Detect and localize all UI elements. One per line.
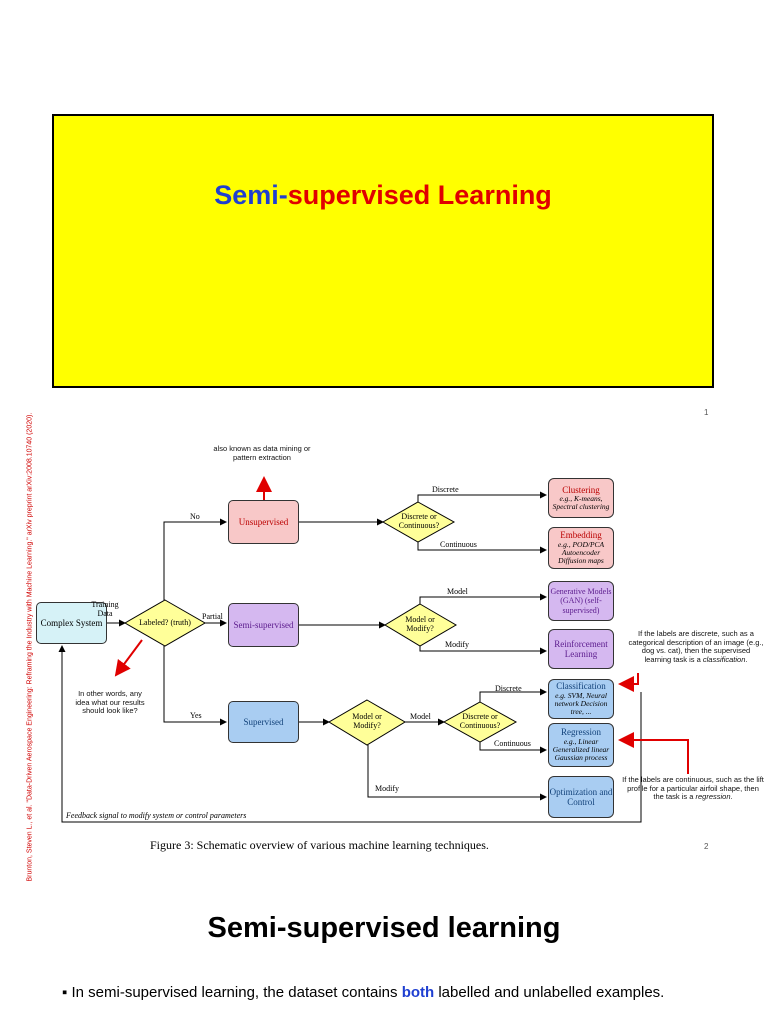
clustering-title: Clustering [562, 484, 600, 495]
edge-label-continuous1: Continuous [440, 540, 477, 549]
edge-modify2-optimization [367, 745, 547, 801]
edge-feedback [58, 645, 642, 823]
page-number-2: 2 [704, 842, 709, 851]
note-datamining: also known as data mining or pattern ext… [213, 444, 311, 462]
edge-label-model2: Model [410, 712, 431, 721]
classification-sub: e.g. SVM, Neural network Decision tree, … [554, 690, 608, 717]
edge-continuous-embedding [417, 542, 547, 554]
bullet-item: ▪ In semi-supervised learning, the datas… [62, 984, 664, 1001]
embedding-box: Embedding e.g., POD/PCA Autoencoder Diff… [548, 527, 614, 569]
note-continuous-labels: If the labels are continuous, such as th… [622, 775, 764, 802]
edge-label-model1: Model [447, 587, 468, 596]
page-number-1: 1 [704, 408, 709, 417]
edge-yes [163, 646, 227, 726]
mm2-label: Model or Modify? [352, 712, 382, 730]
figure-caption: Figure 3: Schematic overview of various … [150, 838, 489, 852]
reinforcement-title: Reinforcement Learning [554, 638, 608, 659]
reinforcement-box: Reinforcement Learning [548, 629, 614, 669]
title-supervised-learning: supervised Learning [287, 180, 552, 210]
dc1-label: Discrete or Continuous? [398, 512, 440, 530]
training-data-label: Training Data [91, 600, 119, 618]
title-semi: Semi- [214, 180, 288, 210]
diamond-dc1 [381, 501, 456, 543]
red-arrow-labels-idea [114, 639, 143, 677]
diamond-dc2 [442, 701, 518, 743]
clustering-sub: e.g., K-means, Spectral clustering [552, 493, 610, 512]
edge-no [163, 518, 227, 600]
unsupervised-node: Unsupervised [228, 500, 299, 544]
note-continuous-em: regression [695, 792, 731, 802]
clustering-box: Clustering e.g., K-means, Spectral clust… [548, 478, 614, 518]
edge-label-discrete1: Discrete [432, 485, 459, 494]
title-slide: Semi-supervised Learning [52, 114, 714, 388]
bullet-both: both [401, 984, 435, 1001]
slide-title: Semi-supervised Learning [54, 180, 712, 211]
note-discrete-labels: If the labels are discrete, such as a ca… [628, 629, 764, 664]
edge-modify-reinforcement [419, 646, 547, 655]
generative-box: Generative Models (GAN) (self-supervised… [548, 581, 614, 621]
classification-title: Classification [556, 681, 606, 692]
embedding-sub: e.g., POD/PCA Autoencoder Diffusion maps [557, 539, 605, 566]
diamond-mm1 [384, 603, 457, 647]
red-arrow-regression [618, 732, 689, 774]
note-discrete-em: classification [702, 654, 746, 664]
optimization-title: Optimization and Control [549, 786, 613, 807]
supervised-node: Supervised [228, 701, 299, 743]
edge-discrete2-classification [479, 688, 547, 702]
complex-system-node: Complex System [36, 602, 107, 644]
note-labels-idea: In other words, any idea what our result… [75, 689, 145, 716]
edge-model-generative [419, 593, 547, 604]
dc2-label: Discrete or Continuous? [459, 712, 501, 730]
edge-label-modify2: Modify [375, 784, 399, 793]
edge-label-discrete2: Discrete [495, 684, 522, 693]
red-arrow-classification [618, 673, 639, 692]
embedding-title: Embedding [560, 530, 602, 541]
bullet-text-1: In semi-supervised learning, the dataset… [71, 984, 398, 1001]
bullet-text-2: labelled and unlabelled examples. [438, 984, 665, 1001]
edge-label-continuous2: Continuous [494, 739, 531, 748]
diamond-mm2 [328, 699, 406, 746]
mm1-label: Model or Modify? [405, 615, 435, 633]
note-discrete-text: If the labels are discrete, such as a ca… [628, 629, 764, 664]
note-continuous-text: If the labels are continuous, such as th… [622, 775, 764, 802]
edge-label-partial: Partial [202, 612, 223, 621]
edge-label-no: No [190, 512, 200, 521]
regression-sub: e.g., Linear Generalized linear Gaussian… [552, 736, 610, 763]
bullet-marker: ▪ [62, 984, 68, 1001]
optimization-box: Optimization and Control [548, 776, 614, 818]
edge-label-yes: Yes [190, 711, 202, 720]
feedback-label: Feedback signal to modify system or cont… [66, 811, 247, 820]
regression-title: Regression [561, 727, 601, 738]
regression-box: Regression e.g., Linear Generalized line… [548, 723, 614, 767]
generative-title: Generative Models (GAN) (self-supervised… [550, 587, 612, 615]
classification-box: Classification e.g. SVM, Neural network … [548, 679, 614, 719]
edge-continuous2-regression [479, 742, 547, 754]
diamond-labeled [123, 599, 207, 647]
section-heading: Semi-supervised learning [207, 912, 561, 944]
edge-discrete-clustering [417, 491, 547, 502]
semi-supervised-node: Semi-supervised [228, 603, 299, 647]
labeled-label: Labeled? (truth) [139, 617, 191, 627]
edge-label-modify1: Modify [445, 640, 469, 649]
